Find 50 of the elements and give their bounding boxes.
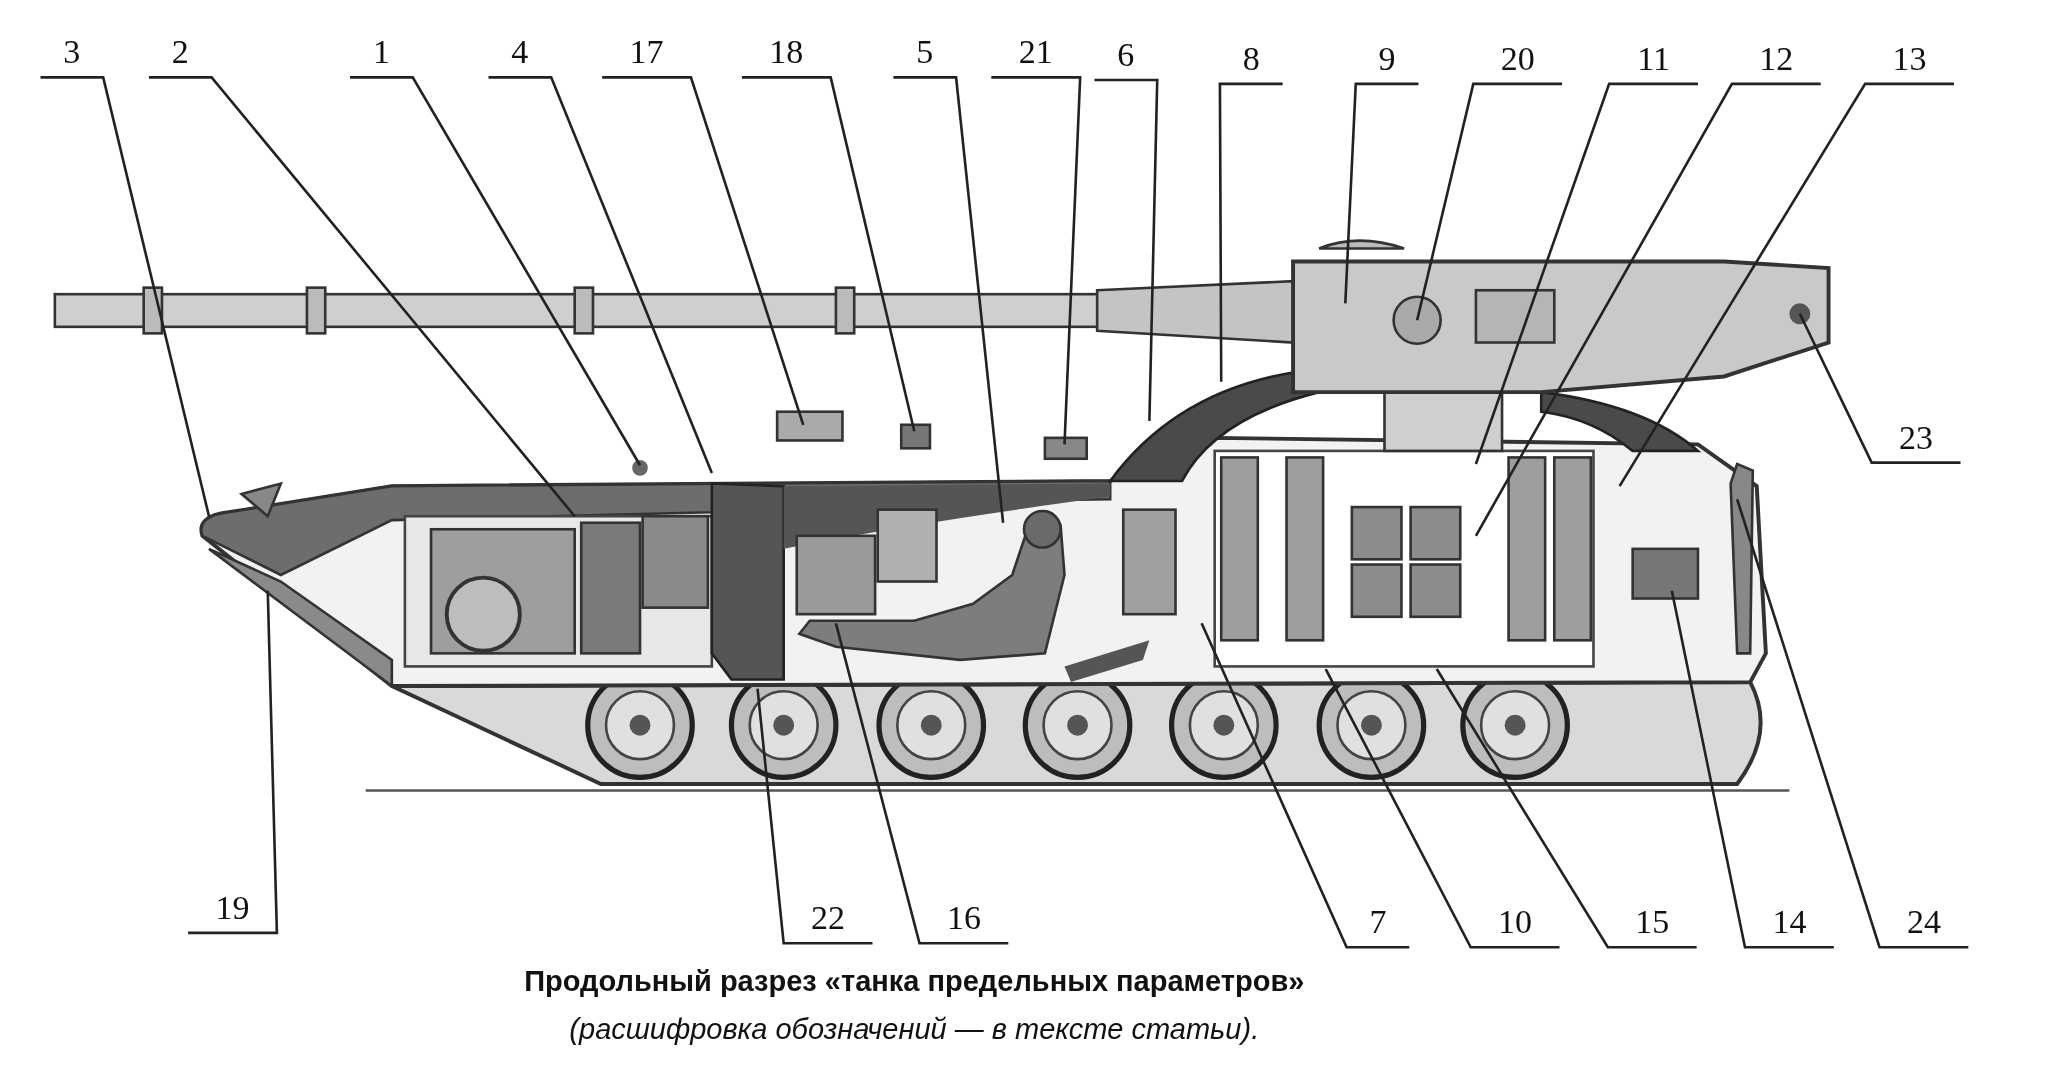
leader-line: [148, 76, 576, 518]
leader-line: [756, 688, 873, 945]
leader-line: [893, 76, 1005, 523]
leader-line: [741, 76, 916, 432]
leader-line: [350, 76, 642, 466]
leader-line: [1324, 668, 1560, 949]
callout-number: 15: [1635, 905, 1670, 940]
callout-number: 4: [511, 35, 529, 70]
callout-number: 12: [1759, 41, 1794, 76]
leader-line: [1474, 82, 1821, 537]
leader-line: [1670, 590, 1834, 949]
callout-number: 21: [1018, 35, 1053, 70]
leader-line: [1474, 82, 1698, 465]
leader-line: [602, 76, 805, 426]
callout-number: 10: [1498, 905, 1533, 940]
callout-number: 2: [171, 35, 189, 70]
callout-number: 23: [1899, 420, 1934, 455]
callout-number: 16: [946, 901, 981, 936]
leader-line: [1435, 668, 1697, 949]
callout-number: 24: [1906, 905, 1941, 940]
callout-number: 7: [1369, 905, 1387, 940]
callout-number: 20: [1500, 41, 1535, 76]
leader-line: [1618, 82, 1954, 487]
callout-number: 6: [1117, 37, 1135, 72]
callout-number: 11: [1637, 41, 1670, 76]
callout-number: 5: [916, 35, 934, 70]
callout-number: 19: [215, 890, 250, 925]
callout-number: 17: [629, 35, 664, 70]
callout-number: 14: [1772, 905, 1807, 940]
caption: Продольный разрез «танка предельных параметров»: [524, 964, 1305, 999]
leader-line: [1218, 82, 1283, 382]
leader-line: [1798, 313, 1961, 464]
callout-number: 18: [769, 35, 804, 70]
callout-number: 9: [1378, 41, 1396, 76]
leader-line: [1200, 622, 1410, 949]
callout-number: 8: [1242, 41, 1260, 76]
leader-line: [991, 76, 1082, 445]
leader-line: [40, 76, 211, 517]
leader-line: [188, 590, 279, 935]
callout-number: 3: [63, 35, 81, 70]
leader-line: [1094, 78, 1159, 421]
leader-line: [1415, 82, 1563, 321]
callout-number: 1: [372, 35, 390, 70]
caption-note: (расшифровка обозначений — в тексте статьи).: [569, 1011, 1260, 1047]
leader-line: [1735, 498, 1969, 949]
callout-number: 22: [811, 901, 846, 936]
callout-number: 13: [1892, 41, 1927, 76]
leader-line: [834, 623, 1009, 945]
leader-line: [1344, 82, 1419, 304]
leader-line: [488, 76, 714, 474]
